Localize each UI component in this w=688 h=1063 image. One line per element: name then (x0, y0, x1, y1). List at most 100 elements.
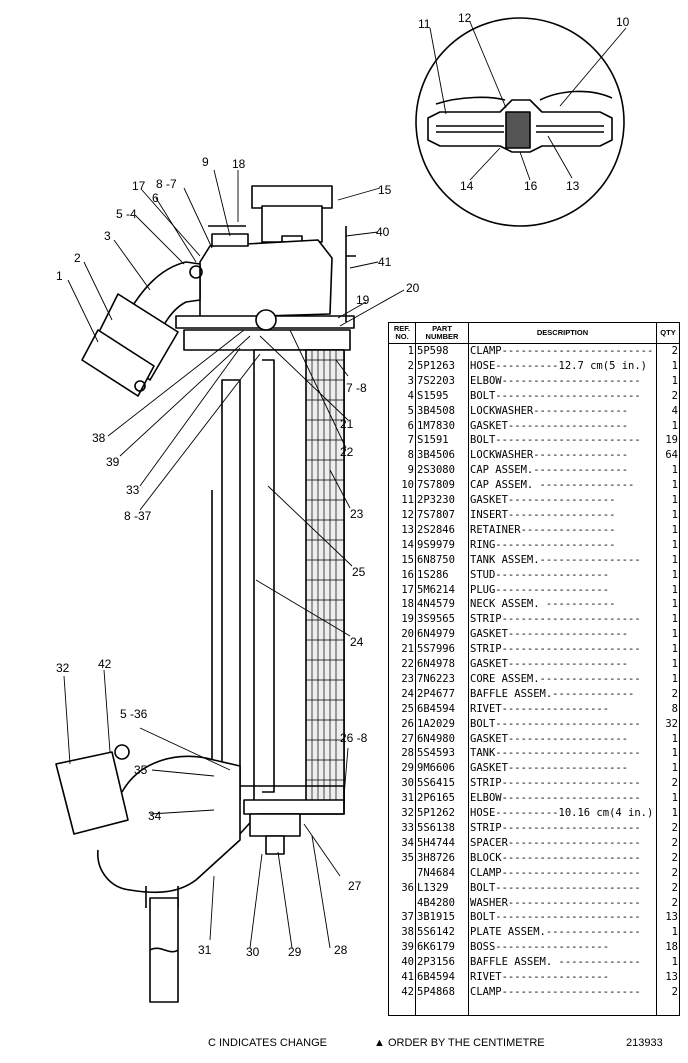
part-number-cell: S1595 (415, 388, 469, 404)
callout-5-4: 5 -4 (116, 207, 137, 221)
description-cell: CORE ASSEM.---------------- (468, 671, 657, 687)
qty-cell: 1 (656, 806, 680, 821)
qty-cell: 1 (656, 955, 680, 971)
outlet-elbow (55, 744, 241, 1003)
part-number-cell: 3S9565 (415, 612, 469, 628)
part-number-cell: 3H8726 (415, 850, 469, 866)
description-cell: BOLT----------------------- (468, 910, 657, 926)
callout-16: 16 (524, 179, 538, 193)
ref-no-value: 3 (407, 374, 414, 387)
ref-no-cell: 30 (388, 776, 416, 792)
ref-no-cell (388, 865, 416, 881)
qty-cell: 1 (656, 597, 680, 613)
ref-no-value: 35 (401, 851, 414, 864)
ref-no-cell: 34 (388, 835, 416, 851)
leader-lines (63, 21, 627, 949)
ref-no-value: 32 (401, 807, 414, 820)
description-cell: BOSS------------------ (468, 940, 657, 956)
callout-40: 40 (376, 225, 390, 239)
ref-no-value: 27 (401, 732, 414, 745)
qty-cell: 1 (656, 373, 680, 389)
ref-no-value: 23 (401, 672, 414, 685)
ref-no-value: 10 (401, 479, 414, 492)
ref-no-cell: 18 (388, 597, 416, 613)
part-number-cell: 7S7809 (415, 478, 469, 494)
description-cell: BAFFLE ASSEM.------------- (468, 686, 657, 702)
description-cell: GASKET------------------- (468, 657, 657, 672)
qty-cell: 1 (656, 731, 680, 747)
description-cell: ELBOW---------------------- (468, 373, 657, 389)
ref-no-value: 29 (401, 762, 414, 775)
callout-14: 14 (460, 179, 474, 193)
ref-no-cell: 16 (388, 567, 416, 583)
part-number-cell: S1591 (415, 433, 469, 449)
callout-24: 24 (350, 635, 364, 649)
callout-23: 23 (350, 507, 364, 521)
ref-no-cell: 31 (388, 791, 416, 807)
qty-cell: 1 (656, 507, 680, 523)
description-cell: BOLT----------------------- (468, 880, 657, 896)
qty-cell: 19 (656, 433, 680, 449)
part-number-cell: 9S9979 (415, 537, 469, 553)
drawing-number: 213933 (626, 1037, 663, 1049)
ref-no-value: 24 (401, 687, 414, 700)
ref-no-cell: 4 (388, 388, 416, 404)
description-cell: HOSE----------12.7 cm(5 in.) (468, 358, 657, 374)
ref-no-value: 28 (401, 747, 414, 760)
ref-no-cell: 3 (388, 373, 416, 389)
ref-no-cell: 29 (388, 761, 416, 777)
description-cell: RIVET----------------- (468, 970, 657, 985)
part-number-cell: 5S6138 (415, 821, 469, 836)
ref-no-cell: 39 (388, 940, 416, 956)
ref-no-cell: 6 (388, 418, 416, 434)
part-number-cell: 5M6214 (415, 582, 469, 598)
ref-no-cell: 8 (388, 448, 416, 464)
qty-cell: 1 (656, 478, 680, 494)
ref-no-cell: 36 (388, 880, 416, 896)
ref-no-cell: 33 (388, 821, 416, 836)
ref-no-value: 2 (407, 359, 414, 372)
ref-no-cell: 12 (388, 507, 416, 523)
ref-no-value: 41 (401, 971, 414, 984)
ref-no-value: 22 (401, 658, 414, 671)
ref-no-value: 36 (401, 881, 414, 894)
cap-detail-circle (415, 17, 625, 227)
qty-cell: 18 (656, 940, 680, 956)
description-cell: TANK ASSEM.---------------- (468, 552, 657, 568)
ref-no-cell: 42 (388, 984, 416, 1000)
qty-cell: 2 (656, 343, 680, 359)
description-cell: STUD------------------ (468, 567, 657, 583)
description-cell: BOLT----------------------- (468, 433, 657, 449)
part-number-cell: 6K6179 (415, 940, 469, 956)
ref-no-cell: C23 (388, 671, 416, 687)
callout-29: 29 (288, 945, 302, 959)
callout-13: 13 (566, 179, 580, 193)
qty-cell: 32 (656, 716, 680, 732)
part-number-cell: 4N4579 (415, 597, 469, 613)
part-number-cell: 6N8750 (415, 552, 469, 568)
part-number-cell: 6B4594 (415, 701, 469, 717)
ref-no-cell: 9 (388, 463, 416, 479)
part-number-cell: 6N4979 (415, 627, 469, 643)
part-number-cell: 5S4593 (415, 746, 469, 762)
part-number-cell: 3B4506 (415, 448, 469, 464)
description-cell: RETAINER--------------- (468, 522, 657, 538)
ref-no-value: 16 (401, 568, 414, 581)
ref-no-cell: 13 (388, 522, 416, 538)
callout-15: 15 (378, 183, 392, 197)
ref-no-value: 5 (407, 404, 414, 417)
ref-no-value: 26 (401, 717, 414, 730)
qty-cell: 1 (656, 746, 680, 762)
